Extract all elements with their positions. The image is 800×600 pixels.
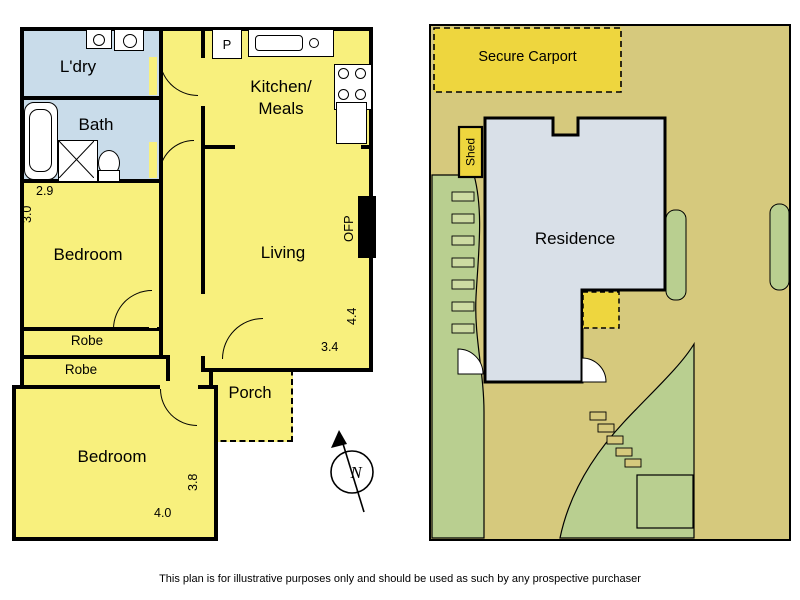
burner-icon — [354, 88, 366, 100]
laundry-label: L'dry — [59, 57, 97, 76]
pantry-label: P — [222, 36, 232, 52]
bathtub-icon — [24, 102, 58, 180]
bathtub-inner-icon — [29, 109, 52, 172]
garden-bed-boundary — [769, 203, 790, 291]
door-opening — [149, 57, 157, 95]
dim-living-depth: 4.4 — [345, 307, 359, 325]
patio-dashed — [582, 291, 620, 329]
door-opening — [222, 356, 262, 364]
carport-label: Secure Carport — [478, 49, 577, 65]
kitchen-bench-icon — [336, 102, 367, 144]
burner-icon — [338, 88, 349, 100]
fireplace-chimney — [358, 196, 376, 258]
garden-bed-square — [636, 474, 694, 529]
residence-label: Residence — [534, 229, 616, 248]
toilet-tank-icon — [98, 170, 120, 182]
bath-label: Bath — [78, 115, 114, 134]
dim-bedroom-bottom-depth: 3.8 — [186, 473, 200, 491]
gate-arc-icon — [457, 348, 484, 375]
north-arrow: N — [330, 430, 374, 513]
robe-bottom-label: Robe — [64, 362, 98, 377]
door-opening — [149, 290, 157, 328]
residence-door-arc-icon — [581, 357, 607, 383]
kitchen-meals-label: Kitchen/ Meals — [250, 77, 312, 119]
living-label: Living — [260, 243, 306, 262]
disclaimer-text: This plan is for illustrative purposes o… — [159, 573, 641, 585]
sink-basin-icon — [255, 35, 303, 51]
site-plan — [429, 24, 791, 541]
dim-bedroom-top-width: 2.9 — [36, 184, 54, 198]
bedroom-bottom-label: Bedroom — [77, 447, 147, 466]
sink-tap-icon — [309, 38, 319, 48]
trough-basin-icon — [93, 34, 105, 46]
pantry-box: P — [212, 29, 242, 59]
washer-drum-icon — [123, 34, 137, 48]
door-opening — [199, 58, 207, 106]
compass-arrowhead-icon — [331, 430, 347, 448]
open-plan-gap — [235, 143, 361, 151]
floor-plan: P OFP L'dry Bath Kitchen/ Meals Living B… — [0, 0, 420, 560]
bedroom-top-label: Bedroom — [53, 245, 123, 264]
burner-icon — [354, 68, 366, 79]
door-opening — [149, 142, 157, 178]
door-opening — [199, 294, 207, 356]
washing-machine-icon — [114, 29, 144, 51]
carport-area — [433, 27, 622, 93]
kitchen-sink-icon — [248, 29, 334, 57]
dim-bedroom-bottom-width: 4.0 — [154, 506, 172, 520]
door-opening — [160, 381, 198, 389]
shed-area — [457, 125, 484, 179]
north-label: N — [349, 463, 363, 482]
burner-icon — [338, 68, 349, 79]
ofp-label: OFP — [341, 215, 356, 243]
garden-steps-left — [451, 191, 475, 334]
shower-icon — [58, 140, 98, 182]
dim-living-width: 3.4 — [321, 340, 339, 354]
garden-bed-east — [665, 209, 687, 301]
garden-steps-rear — [589, 411, 642, 468]
shed-label: Shed — [463, 137, 478, 167]
robe-top-label: Robe — [70, 333, 104, 348]
porch-label: Porch — [228, 384, 272, 402]
compass-needle-icon — [339, 433, 365, 513]
dim-bedroom-top-depth: 3.0 — [20, 205, 34, 223]
laundry-trough-icon — [86, 29, 112, 49]
shower-cross-icon — [58, 140, 95, 179]
residence-outline — [483, 116, 667, 384]
